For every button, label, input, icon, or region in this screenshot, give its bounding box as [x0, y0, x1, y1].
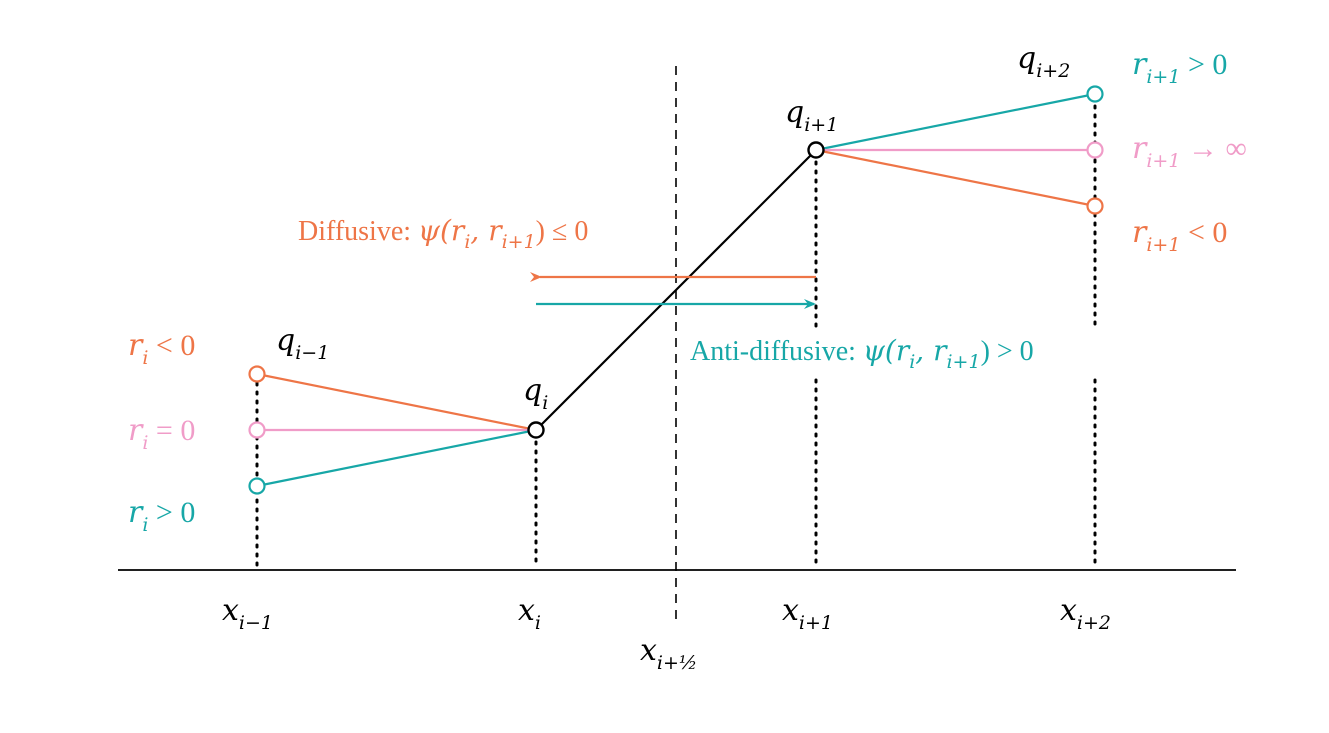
label-q-i-plus-1: qi+1 — [785, 95, 838, 136]
label-x-i-plus-1: xi+1 — [782, 593, 833, 634]
label-x-i-minus-1: xi−1 — [222, 593, 273, 634]
annotation-diffusive: Diffusive: ψ(ri, ri+1) ≤ 0 — [298, 214, 588, 253]
node-ri1-positive — [1086, 85, 1104, 103]
line-ri1-positive — [815, 92, 1096, 152]
node-ri1-negative — [1086, 197, 1104, 215]
node-qi1 — [807, 141, 825, 159]
cond-ri-negative: ri < 0 — [128, 328, 195, 369]
annotation-anti-diffusive: Anti-diffusive: ψ(ri, ri+1) > 0 — [690, 334, 1034, 373]
line-ri-positive — [256, 428, 537, 488]
cond-ri1-negative: ri+1 < 0 — [1132, 215, 1227, 256]
cond-ri-zero: ri = 0 — [128, 413, 195, 454]
node-ri-zero — [248, 421, 266, 439]
line-ri-negative — [256, 372, 537, 432]
label-x-i-plus-2: xi+2 — [1060, 593, 1111, 634]
label-q-i-plus-2: qi+2 — [1017, 41, 1070, 82]
node-ri-positive — [248, 477, 266, 495]
node-ri-negative — [248, 365, 266, 383]
line-qi-to-qi1 — [535, 149, 817, 431]
cond-ri1-positive: ri+1 > 0 — [1132, 47, 1227, 88]
line-ri1-negative — [815, 148, 1096, 208]
label-q-i: qi — [523, 373, 548, 414]
node-ri1-infinity — [1086, 141, 1104, 159]
label-x-i-plus-half: xi+½ — [640, 633, 697, 674]
label-q-i-minus-1: qi−1 — [276, 323, 329, 364]
cond-ri1-infinity: ri+1 → ∞ — [1132, 131, 1247, 172]
label-x-i: xi — [518, 593, 541, 634]
node-qi — [527, 421, 545, 439]
cond-ri-positive: ri > 0 — [128, 495, 195, 536]
